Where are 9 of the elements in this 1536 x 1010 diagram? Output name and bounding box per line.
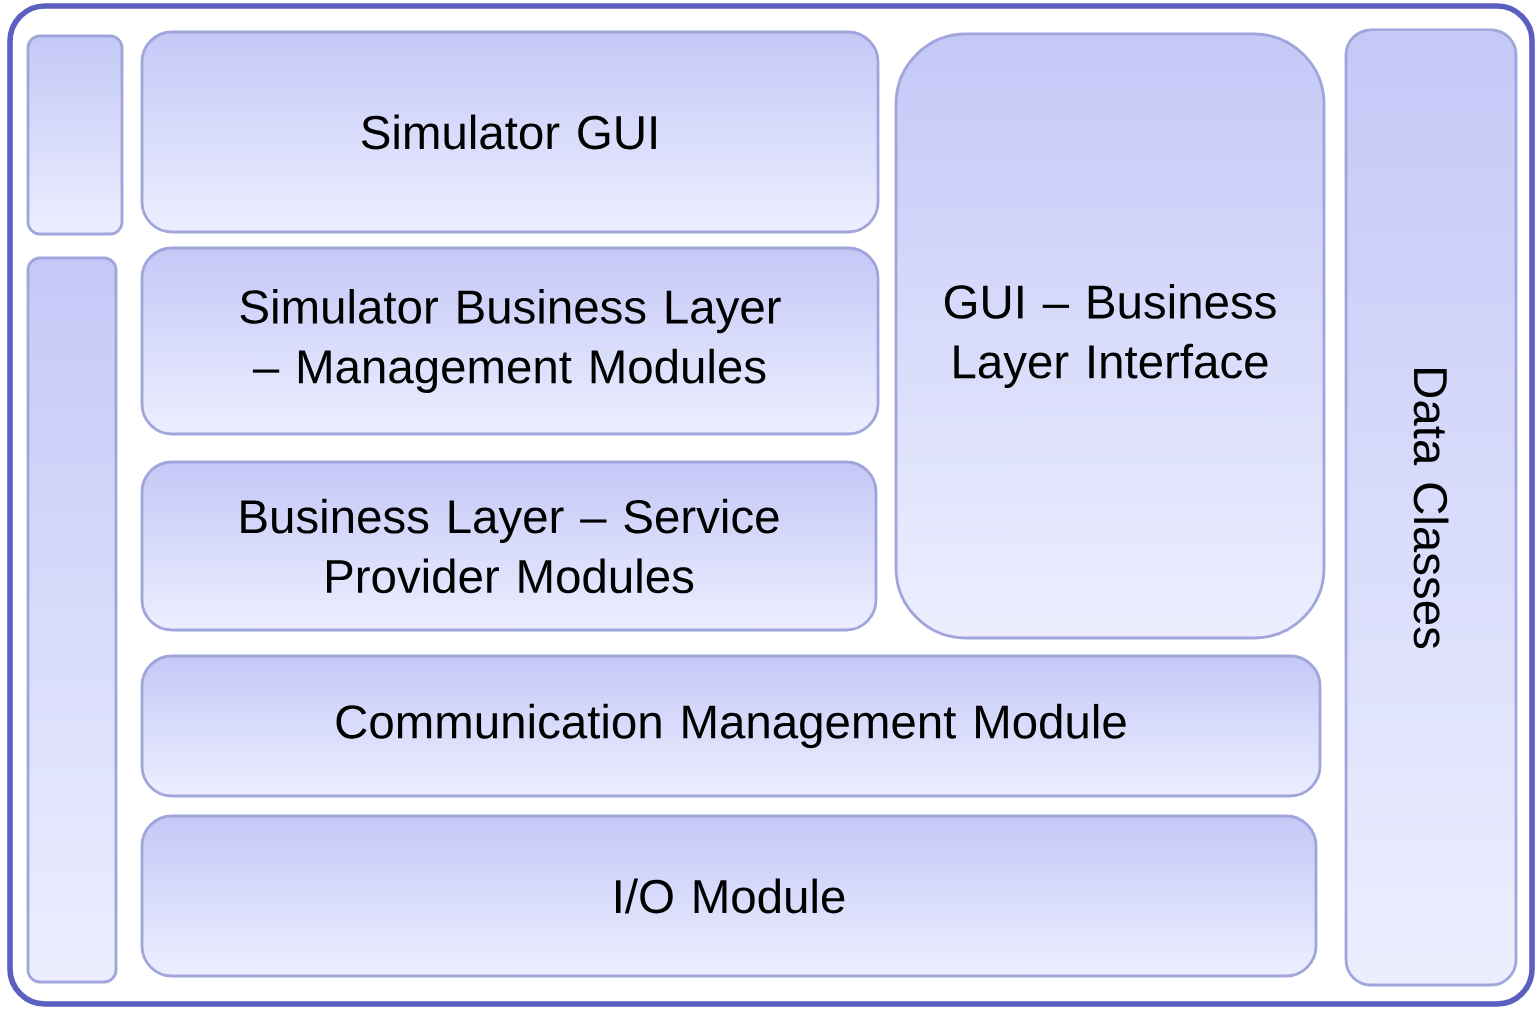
framework-bar xyxy=(26,34,124,236)
module-box: Business Layer – Service Provider Modules xyxy=(140,460,878,632)
module-box: Simulator GUI xyxy=(140,30,880,234)
framework-bar xyxy=(26,256,118,984)
module-box: Simulator Business Layer – Management Modules xyxy=(140,246,880,436)
module-bar: Data Classes xyxy=(1344,28,1518,987)
module-box: I/O Module xyxy=(140,814,1318,978)
module-box: Communication Management Module xyxy=(140,654,1322,798)
module-box: GUI – Business Layer Interface xyxy=(894,32,1326,640)
